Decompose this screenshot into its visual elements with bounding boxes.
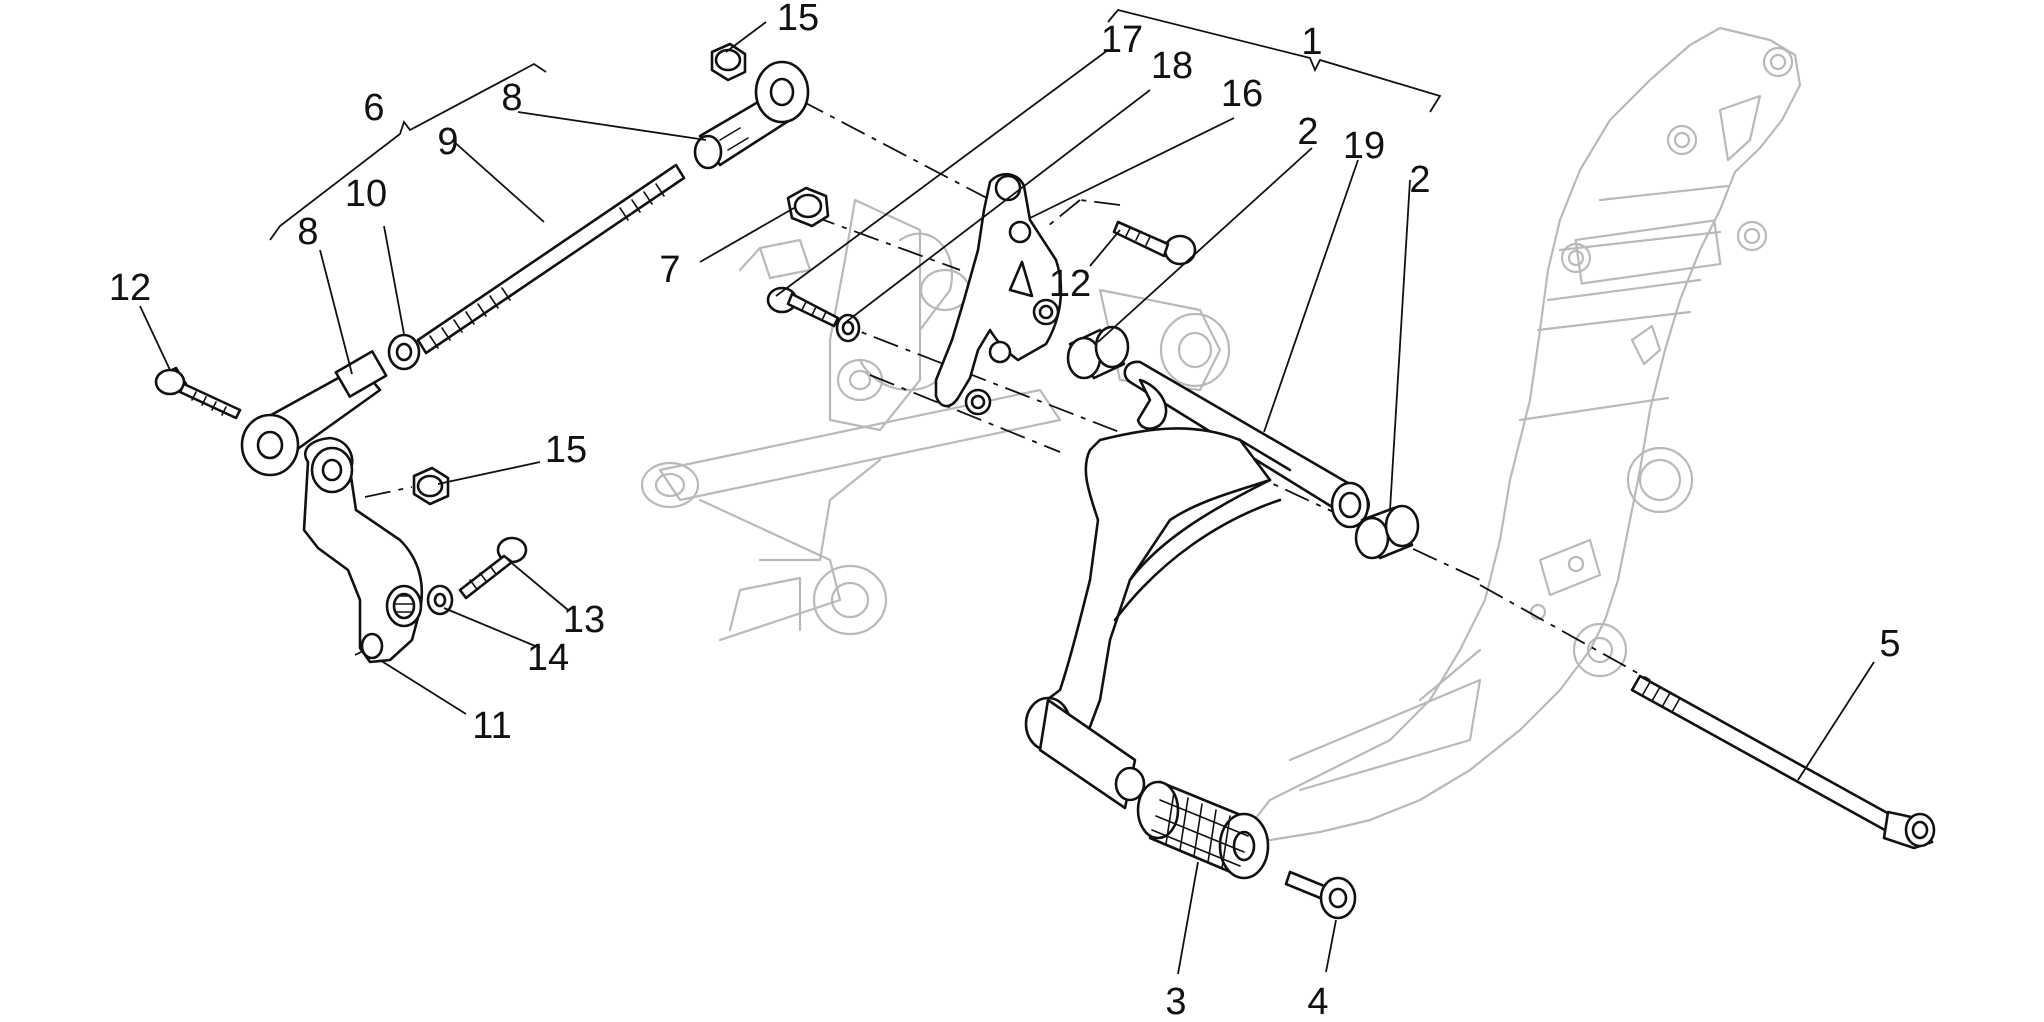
lock-nut	[387, 333, 421, 371]
shift-linkage-rod-assembly	[154, 42, 810, 664]
bushing-upper	[1066, 325, 1130, 380]
peg-bolt	[1284, 870, 1357, 920]
callout-9: 9	[437, 121, 458, 163]
bushing-lower	[1354, 504, 1420, 560]
callout-15-mid: 15	[545, 429, 587, 471]
callout-8-lower: 8	[297, 211, 318, 253]
pivot-bolt	[1630, 674, 1936, 850]
shift-lever-body	[1024, 360, 1370, 810]
callout-3: 3	[1165, 981, 1186, 1022]
callout-labels: 15 8 6 9 10 8 12 15 13 14 11 7 17 18 16 …	[109, 0, 1901, 1022]
nut-7	[786, 186, 830, 228]
foot-peg-rubber	[1136, 780, 1270, 880]
callout-6: 6	[363, 87, 384, 129]
bolt-17	[766, 286, 840, 328]
callout-11: 11	[472, 705, 511, 747]
callout-12-right: 12	[1049, 263, 1091, 305]
callout-leader-lines	[139, 21, 1875, 975]
bolt-left	[154, 366, 242, 420]
pivot-plate	[934, 172, 1063, 416]
rod-end-upper	[693, 60, 810, 170]
callout-2-lower: 2	[1409, 159, 1430, 201]
callout-13: 13	[563, 599, 605, 641]
callout-10: 10	[345, 173, 387, 215]
callout-18: 18	[1151, 45, 1193, 87]
shift-arm	[302, 436, 424, 664]
swing-arm-ghost	[640, 198, 1231, 642]
washer-arm	[426, 584, 454, 616]
callout-15-top: 15	[777, 0, 819, 39]
callout-12-left: 12	[109, 267, 151, 309]
pivot-bracket-assembly	[766, 172, 1197, 416]
callout-4: 4	[1307, 981, 1328, 1022]
bolt-upper-right	[1112, 220, 1197, 266]
nut-lower	[412, 466, 450, 506]
threaded-rod	[416, 163, 686, 355]
bolt-arm	[458, 536, 528, 600]
callout-16: 16	[1221, 73, 1263, 115]
gear-shift-lever-assembly	[1024, 325, 1420, 920]
washer-18	[835, 313, 861, 343]
callout-17: 17	[1101, 19, 1143, 61]
group-bracket-1	[1107, 8, 1442, 113]
callout-7: 7	[659, 249, 680, 291]
frame-plate-ghost	[1238, 26, 1802, 842]
callout-8-upper: 8	[501, 77, 522, 119]
callout-14: 14	[527, 637, 569, 679]
callout-1: 1	[1301, 21, 1322, 63]
callout-19: 19	[1343, 125, 1385, 167]
group-bracket-6	[269, 62, 547, 241]
callout-5: 5	[1879, 623, 1900, 665]
callout-2-upper: 2	[1297, 111, 1318, 153]
rod-end-lower	[240, 350, 388, 477]
